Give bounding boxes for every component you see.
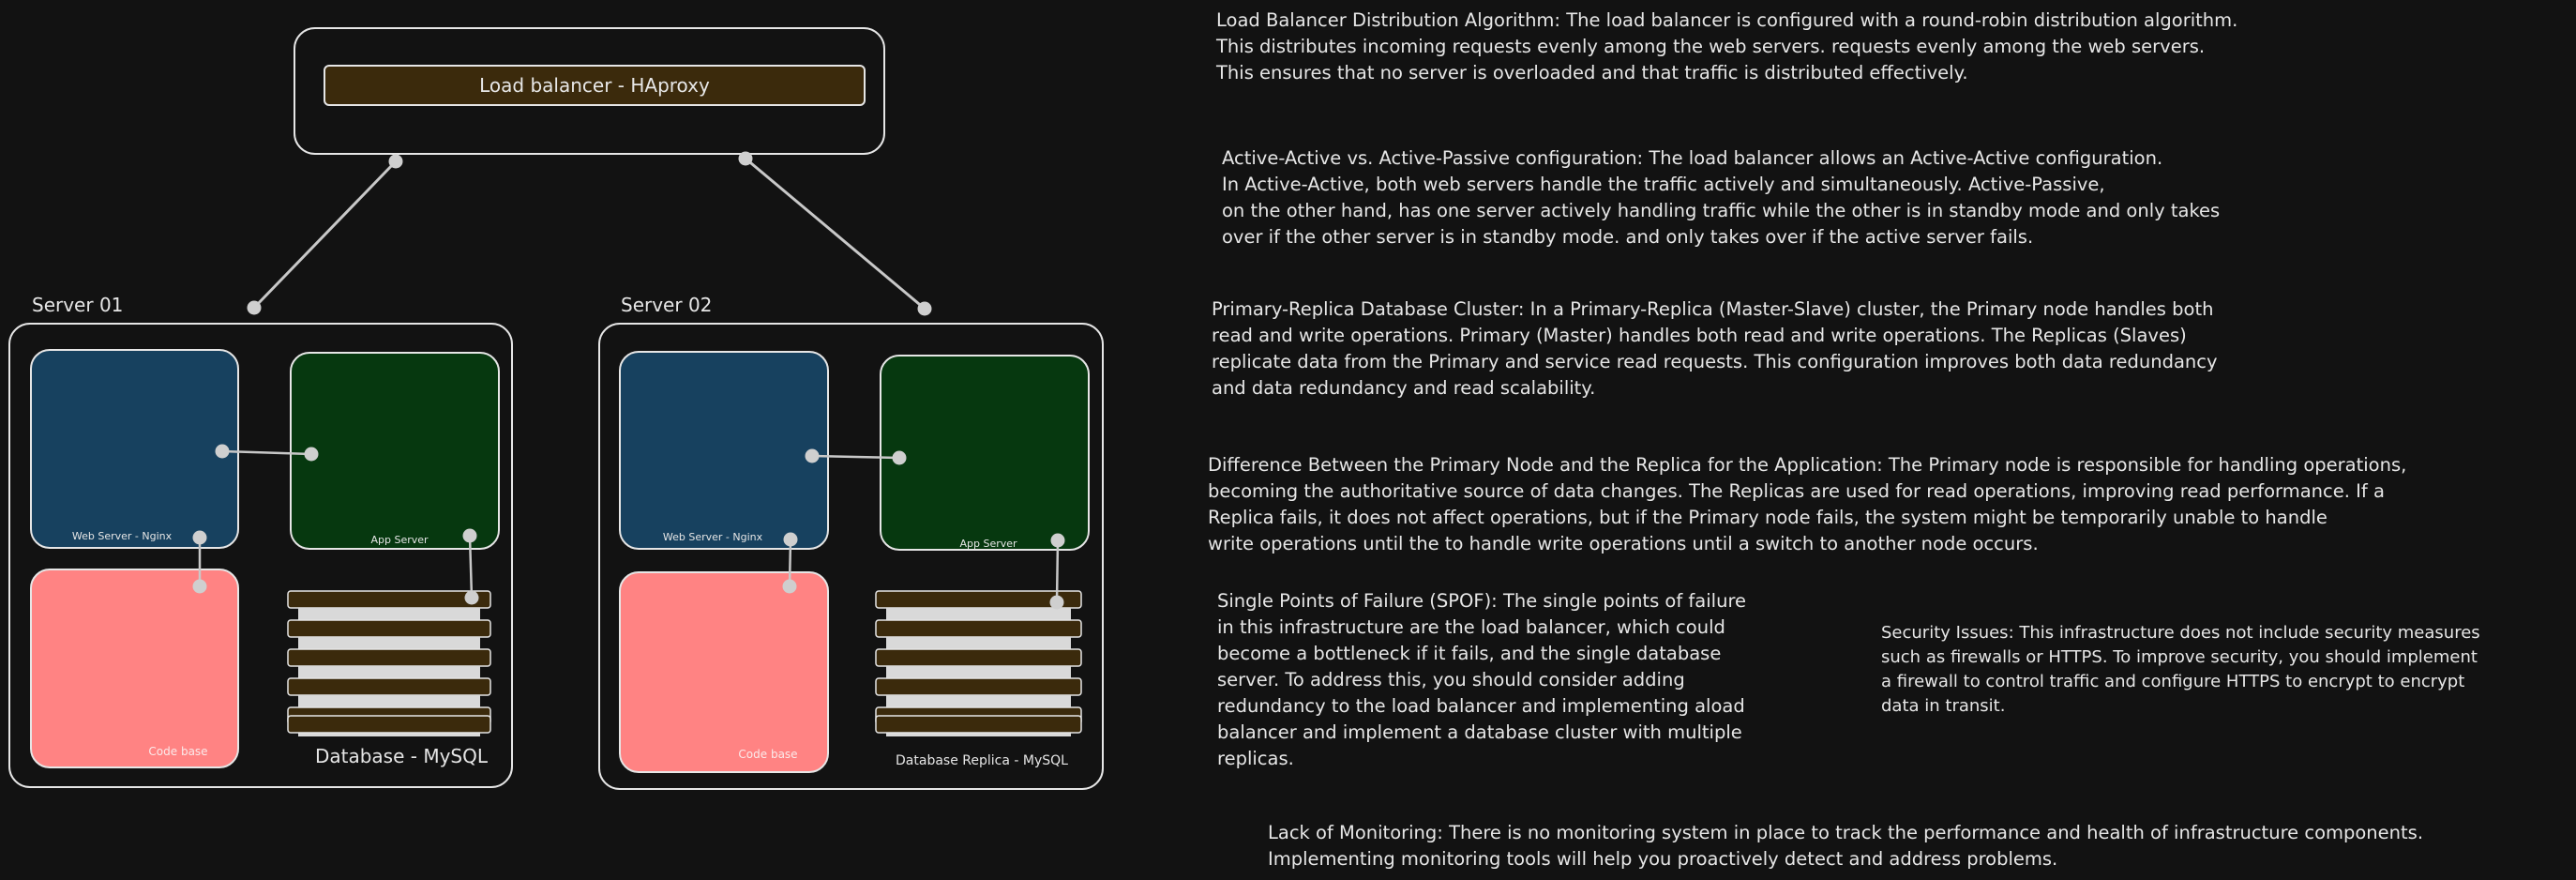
load-balancer-container bbox=[294, 27, 885, 155]
server-02-app-server bbox=[880, 355, 1090, 551]
server-01-database-label: Database - MySQL bbox=[315, 745, 489, 767]
server-01: Server 01 Web Server - Nginx App Server … bbox=[8, 294, 513, 788]
server-02-database-label: Database Replica - MySQL bbox=[896, 753, 1068, 768]
server-02-web-server-label: Web Server - Nginx bbox=[663, 531, 763, 543]
server-02-web-server bbox=[619, 351, 829, 550]
architecture-diagram: Load balancer - HAproxy Server 01 Web Se… bbox=[8, 27, 1104, 790]
note-security: Security Issues: This infrastructure doe… bbox=[1881, 623, 2480, 716]
load-balancer-box bbox=[324, 65, 866, 106]
load-balancer-label: Load balancer - HAproxy bbox=[479, 74, 710, 97]
note-primary-replica: Primary-Replica Database Cluster: In a P… bbox=[1212, 298, 2218, 399]
server-01-code-base bbox=[30, 569, 239, 768]
server-01-app-server bbox=[290, 352, 500, 550]
server-02-frame bbox=[598, 323, 1104, 790]
server-02-code-base-label: Code base bbox=[738, 748, 797, 761]
server-02-database-icon bbox=[875, 590, 1082, 736]
note-load-balancer-algorithm: Load Balancer Distribution Algorithm: Th… bbox=[1216, 9, 2238, 83]
server-01-code-base-label: Code base bbox=[148, 745, 207, 758]
server-01-connectors bbox=[192, 444, 479, 605]
server-02-code-base bbox=[619, 571, 829, 773]
server-02-title: Server 02 bbox=[621, 294, 712, 316]
lb-connectors bbox=[247, 151, 932, 316]
note-monitoring: Lack of Monitoring: There is no monitori… bbox=[1268, 822, 2424, 870]
note-active-active: Active-Active vs. Active-Passive configu… bbox=[1222, 147, 2221, 248]
server-01-web-server bbox=[30, 349, 239, 549]
server-01-title: Server 01 bbox=[32, 294, 123, 316]
server-01-database-icon bbox=[287, 590, 491, 736]
note-primary-vs-replica: Difference Between the Primary Node and … bbox=[1208, 454, 2407, 554]
server-01-frame bbox=[8, 323, 513, 788]
note-spof: Single Points of Failure (SPOF): The sin… bbox=[1217, 590, 1747, 769]
server-01-web-server-label: Web Server - Nginx bbox=[72, 530, 173, 542]
server-02: Server 02 Web Server - Nginx App Server … bbox=[598, 294, 1104, 790]
server-02-connectors bbox=[782, 448, 1065, 610]
server-02-app-server-label: App Server bbox=[959, 538, 1017, 550]
server-01-app-server-label: App Server bbox=[370, 534, 429, 546]
